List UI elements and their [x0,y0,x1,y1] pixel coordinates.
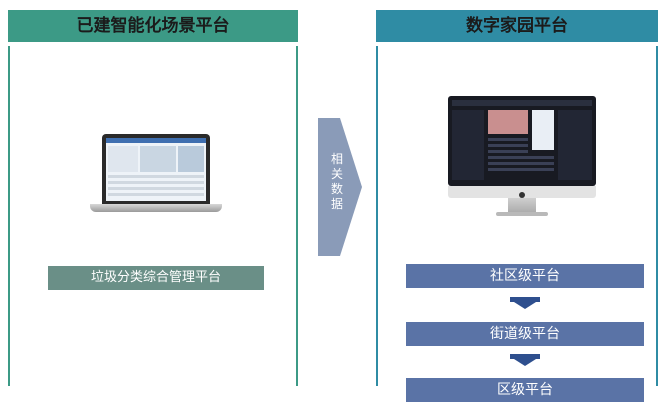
monitor-foot [496,212,548,216]
laptop-display [106,138,206,201]
data-flow-arrow: 相关数据 [318,118,362,256]
arrow-shape [318,118,362,256]
laptop-screen [102,134,210,204]
laptop-dashboard-graphic [106,138,206,196]
down-arrow-icon [510,294,540,309]
right-panel-title: 数字家园平台 [376,10,658,42]
laptop-base [90,204,222,212]
laptop-image [90,134,222,218]
street-level-platform: 街道级平台 [406,322,644,346]
monitor-dashboard-graphic [452,100,592,180]
right-panel-body: 社区级平台 街道级平台 区级平台 [376,46,658,402]
apple-logo-icon [519,192,525,198]
monitor-image [448,96,596,218]
monitor-screen [448,96,596,186]
platform-label: 垃圾分类综合管理平台 [48,266,264,290]
left-panel: 已建智能化场景平台 垃圾分类综合管理 [8,10,298,386]
monitor-stand [508,198,536,214]
right-panel: 数字家园平台 [376,10,658,402]
left-panel-body: 垃圾分类综合管理平台 [8,46,298,386]
down-arrow-icon [510,351,540,366]
district-level-platform: 区级平台 [406,378,644,402]
community-level-platform: 社区级平台 [406,264,644,288]
left-panel-title: 已建智能化场景平台 [8,10,298,42]
data-flow-label: 相关数据 [330,152,343,211]
monitor-chin [448,186,596,198]
